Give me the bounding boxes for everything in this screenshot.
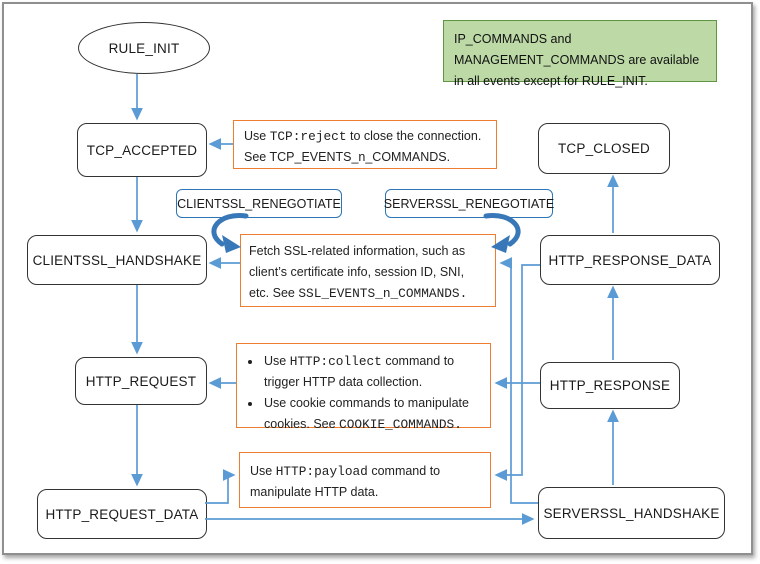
note-code: HTTP:payload	[275, 464, 368, 479]
note-code: COOKIE_COMMANDS.	[339, 417, 462, 432]
note-text: command to trigger HTTP data collection.	[264, 354, 455, 389]
note-bullet: Use HTTP:collect command to trigger HTTP…	[262, 351, 484, 393]
state-tcp-accepted: TCP_ACCEPTED	[77, 123, 207, 177]
state-http-request-data: HTTP_REQUEST_DATA	[37, 489, 207, 539]
note-text: Use	[250, 464, 276, 478]
event-label: SERVERSSL_RENEGOTIATE	[383, 196, 555, 211]
note-code: HTTP:collect	[289, 354, 382, 369]
note-global-commands: IP_COMMANDS and MANAGEMENT_COMMANDS are …	[443, 20, 717, 88]
note-text: Use cookie commands to manipulate cookie…	[264, 396, 469, 431]
event-clientssl-renegotiate: CLIENTSSL_RENEGOTIATE	[176, 189, 342, 218]
state-clientssl-handshake: CLIENTSSL_HANDSHAKE	[27, 235, 207, 285]
note-text: command to manipulate HTTP data.	[250, 464, 441, 499]
state-http-response-data: HTTP_RESPONSE_DATA	[540, 235, 720, 285]
note-code: SSL_EVENTS_n_COMMANDS.	[298, 286, 468, 301]
note-text: Fetch SSL-related information, such as c…	[249, 244, 466, 300]
state-label: TCP_ACCEPTED	[86, 142, 198, 158]
note-text: to close the connection. See TCP_EVENTS_…	[244, 129, 482, 164]
event-label: CLIENTSSL_RENEGOTIATE	[177, 196, 341, 211]
state-label: HTTP_RESPONSE	[549, 378, 671, 393]
state-serverssl-handshake: SERVERSSL_HANDSHAKE	[538, 487, 725, 539]
note-text: Use	[264, 354, 290, 368]
note-http-payload: Use HTTP:payload command to manipulate H…	[239, 452, 491, 508]
note-tcp-commands: Use TCP:reject to close the connection. …	[233, 120, 497, 169]
state-tcp-closed: TCP_CLOSED	[538, 123, 670, 174]
state-label: TCP_CLOSED	[557, 141, 651, 156]
state-label: SERVERSSL_HANDSHAKE	[543, 505, 720, 521]
note-bullet: Use cookie commands to manipulate cookie…	[262, 393, 484, 435]
state-label: RULE_INIT	[108, 40, 180, 56]
note-code: TCP:reject	[269, 129, 347, 144]
state-label: HTTP_REQUEST	[85, 373, 197, 389]
note-text: IP_COMMANDS and MANAGEMENT_COMMANDS are …	[454, 32, 700, 88]
note-bullet-list: Use HTTP:collect command to trigger HTTP…	[243, 351, 484, 435]
state-label: HTTP_RESPONSE_DATA	[548, 252, 712, 268]
note-text: Use	[244, 129, 270, 143]
state-http-response: HTTP_RESPONSE	[540, 362, 680, 409]
state-http-request: HTTP_REQUEST	[75, 357, 207, 405]
state-label: CLIENTSSL_HANDSHAKE	[32, 252, 202, 268]
event-serverssl-renegotiate: SERVERSSL_RENEGOTIATE	[383, 189, 555, 218]
state-label: HTTP_REQUEST_DATA	[45, 506, 199, 522]
state-rule-init: RULE_INIT	[78, 22, 210, 74]
note-ssl-commands: Fetch SSL-related information, such as c…	[240, 234, 496, 307]
note-http-commands: Use HTTP:collect command to trigger HTTP…	[236, 343, 491, 432]
